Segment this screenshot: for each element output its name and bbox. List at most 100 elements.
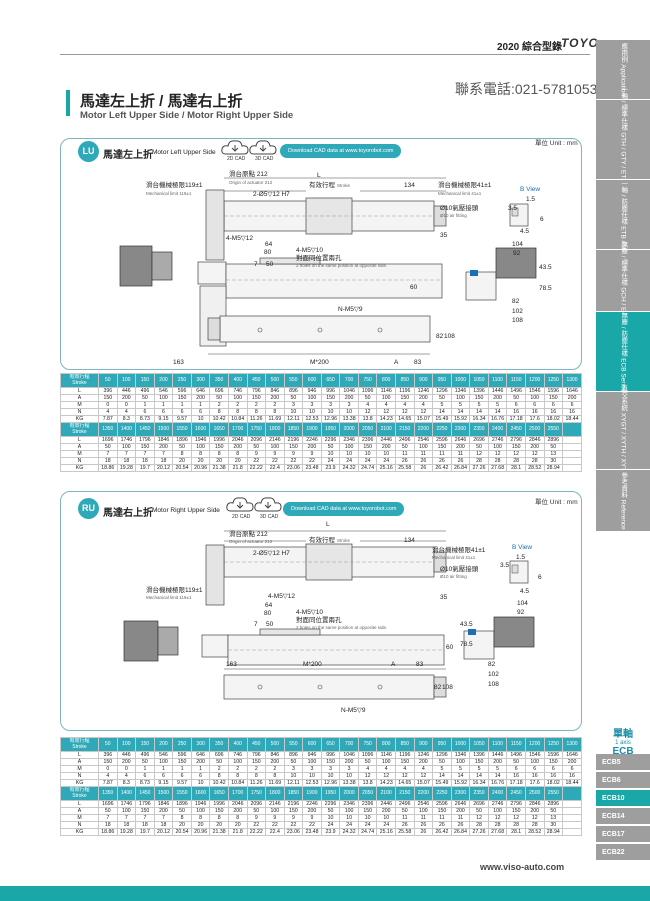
dim-108: 108 [512, 317, 523, 324]
cloud-2d-icon-ru[interactable] [225, 494, 255, 516]
table-cell: 1496 [506, 751, 526, 759]
table-cell: 0 [116, 765, 137, 773]
table-cell: 746 [227, 751, 248, 759]
table-cell: 28 [506, 821, 526, 829]
table-cell: 2050 [357, 786, 378, 801]
download-cad-button[interactable]: Download CAD data at www.toyorobot.com [280, 144, 402, 158]
cloud-3d-icon[interactable] [248, 137, 278, 159]
table-cell: 496 [135, 751, 155, 759]
stroke-header-zh: 有效行程 [69, 423, 90, 429]
table-cell: 100 [450, 394, 471, 402]
table-cell: 13.38 [339, 779, 359, 787]
row-key: N [60, 457, 99, 465]
cad-3d-label: 3D CAD [255, 156, 274, 162]
table-cell: 1446 [487, 751, 508, 759]
table-cell: 5 [450, 765, 471, 773]
table-cell: 800 [376, 373, 396, 388]
table-cell: 2296 [320, 436, 341, 444]
stroke-header-zh: 有效行程 [69, 738, 90, 744]
side-tab-cartesian[interactable]: 直交系統 XYGT / XYTH / XYTB [596, 385, 650, 476]
table-cell: 50 [506, 394, 526, 402]
model-group-label: 單軸 1 axis ECB [612, 729, 634, 757]
model-tab-ecb14[interactable]: ECB14 [596, 808, 650, 825]
table-cell: 1346 [450, 751, 471, 759]
table-cell: 8 [209, 772, 229, 780]
dim-35: 35 [440, 232, 448, 239]
brand-logo: TOYO [561, 36, 599, 50]
dim-108-ru: 108 [488, 681, 499, 688]
table-cell: 13.8 [357, 415, 378, 423]
lu-badge: LU [78, 141, 99, 162]
table-cell: 2 [246, 765, 267, 773]
table-cell: 19.7 [135, 464, 155, 472]
side-tab-clean-standard[interactable]: 無塵 / 標準仕樣 GCH / ECH [596, 241, 650, 320]
table-cell: 900 [413, 737, 434, 752]
table-cell: 1950 [320, 786, 341, 801]
dim-92: 92 [513, 250, 521, 257]
side-tab-dustproof[interactable]: 一軸 / 防塵仕樣 ETB / M [596, 180, 650, 250]
table-cell: 23.06 [283, 464, 304, 472]
side-tab-standard[interactable]: 一軸 / 標準仕樣 GTH / GTY / ETH / Y [596, 86, 650, 193]
model-tab-ecb6[interactable]: ECB6 [596, 772, 650, 789]
table-cell: 150 [246, 394, 267, 402]
table-cell: 6 [190, 772, 211, 780]
dim-3-5-ru: 3.5 [500, 562, 510, 569]
table-cell: 23.9 [320, 828, 341, 836]
row-key: KG [60, 779, 99, 787]
table-cell: 16 [562, 408, 582, 416]
table-cell: 28 [506, 457, 526, 465]
table-cell: 2 [265, 401, 285, 409]
model-tab-ecb5[interactable]: ECB5 [596, 754, 650, 771]
model-tab-ecb22[interactable]: ECB22 [596, 844, 650, 861]
row-key: L [60, 800, 99, 808]
stroke-label-en-ru: Stroke [337, 538, 351, 543]
table-cell: 4 [413, 401, 434, 409]
row-key: M [60, 450, 99, 458]
table-cell: 11 [395, 814, 415, 822]
cloud-3d-icon-ru[interactable] [253, 494, 283, 516]
model-tab-ecb17[interactable]: ECB17 [596, 826, 650, 843]
table-cell: 14 [469, 772, 489, 780]
stroke-label-en: Stroke [337, 183, 351, 188]
side-tab-application[interactable]: 應用例 Application [596, 40, 650, 100]
table-cell: 200 [302, 807, 322, 815]
table-cell: 1550 [172, 786, 192, 801]
table-cell: 150 [135, 737, 155, 752]
table-cell: 14.23 [376, 415, 396, 423]
table-cell: 750 [357, 373, 378, 388]
cloud-2d-icon[interactable] [220, 137, 250, 159]
side-tab-reference[interactable]: 參考資料 Reference [596, 470, 650, 532]
dim-80-ru: 80 [264, 610, 272, 617]
table-cell: 100 [116, 807, 137, 815]
ru-badge: RU [78, 498, 99, 519]
table-cell: 2596 [432, 436, 452, 444]
table-cell: 900 [413, 373, 434, 388]
table-cell: 5 [487, 765, 508, 773]
dim-78-5: 78.5 [539, 285, 552, 292]
table-cell-empty [562, 464, 582, 472]
table-cell: 50 [395, 807, 415, 815]
table-cell: 26 [395, 821, 415, 829]
dim-92-ru: 92 [517, 609, 525, 616]
table-cell: 10 [283, 408, 304, 416]
download-cad-button-ru[interactable]: Download CAD data at www.toyorobot.com [283, 502, 405, 516]
table-cell: 200 [376, 443, 396, 451]
table-cell: 150 [395, 758, 415, 766]
table-cell: 24 [320, 821, 341, 829]
table-cell: 1900 [302, 786, 322, 801]
table-cell: 3 [320, 765, 341, 773]
side-tab-clean-dustproof[interactable]: 無塵 / 防塵仕樣 ECB Series [596, 312, 650, 392]
table-cell: 1996 [209, 436, 229, 444]
table-cell-empty [562, 443, 582, 451]
table-cell: 6 [190, 408, 211, 416]
table-cell: 2196 [283, 436, 304, 444]
model-tab-ecb10[interactable]: ECB10 [596, 790, 650, 807]
table-cell: 1646 [562, 751, 582, 759]
table-cell: 50 [432, 394, 452, 402]
table-cell: 50 [395, 443, 415, 451]
footer-url[interactable]: www.viso-auto.com [480, 862, 565, 872]
table-cell: 200 [339, 758, 359, 766]
dim-50-ru: 50 [266, 621, 274, 628]
